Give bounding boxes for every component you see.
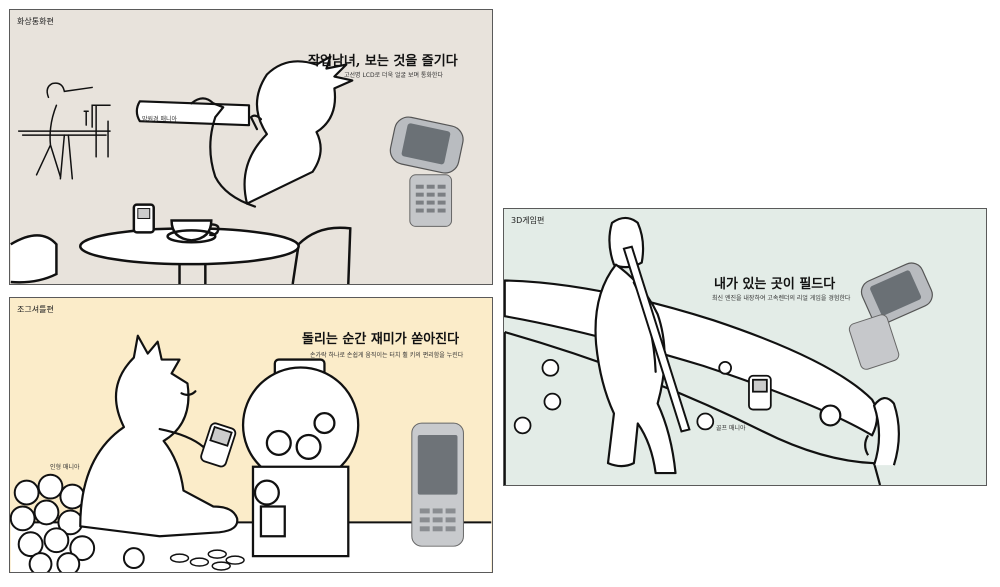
- character-note: 골프 매니아: [716, 425, 746, 432]
- panel-tag: 화상통화편: [17, 17, 54, 26]
- character-note: 인형 매니아: [50, 464, 80, 471]
- panel-tag: 3D게임편: [511, 216, 545, 225]
- headline: 내가 있는 곳이 필드다: [714, 277, 836, 292]
- headline: 작업남녀, 보는 것을 즐기다: [308, 54, 458, 69]
- subcopy: 고선명 LCD로 더욱 얼굴 보며 통화한다: [344, 72, 443, 79]
- ad-panel-3d-game: 3D게임편 내가 있는 곳이 필드다 최신 엔진을 내장하여 고속렌더의 리얼 …: [503, 208, 987, 486]
- gumball-illustration: [10, 334, 492, 572]
- ad-panel-jog-shuttle: 조그셔틀편 돌리는 순간 재미가 쏟아진다 손가락 하나로 손쉽게 움직이는 터…: [9, 297, 493, 573]
- subcopy: 손가락 하나로 손쉽게 움직이는 터치 휠 키의 편리함을 누린다: [310, 352, 464, 359]
- subcopy: 최신 엔진을 내장하여 고속렌더의 리얼 게임을 경험한다: [712, 295, 851, 302]
- headline: 돌리는 순간 재미가 쏟아진다: [302, 332, 460, 347]
- character-note: 망원경 매니아: [142, 116, 178, 123]
- panel-tag: 조그셔틀편: [17, 305, 54, 314]
- billiards-illustration: [504, 216, 933, 485]
- telescope-illustration: [10, 55, 464, 284]
- ad-panel-video-call: 화상통화편 작업남녀, 보는 것을 즐기다 고선명 LCD로 더욱 얼굴 보며 …: [9, 9, 493, 285]
